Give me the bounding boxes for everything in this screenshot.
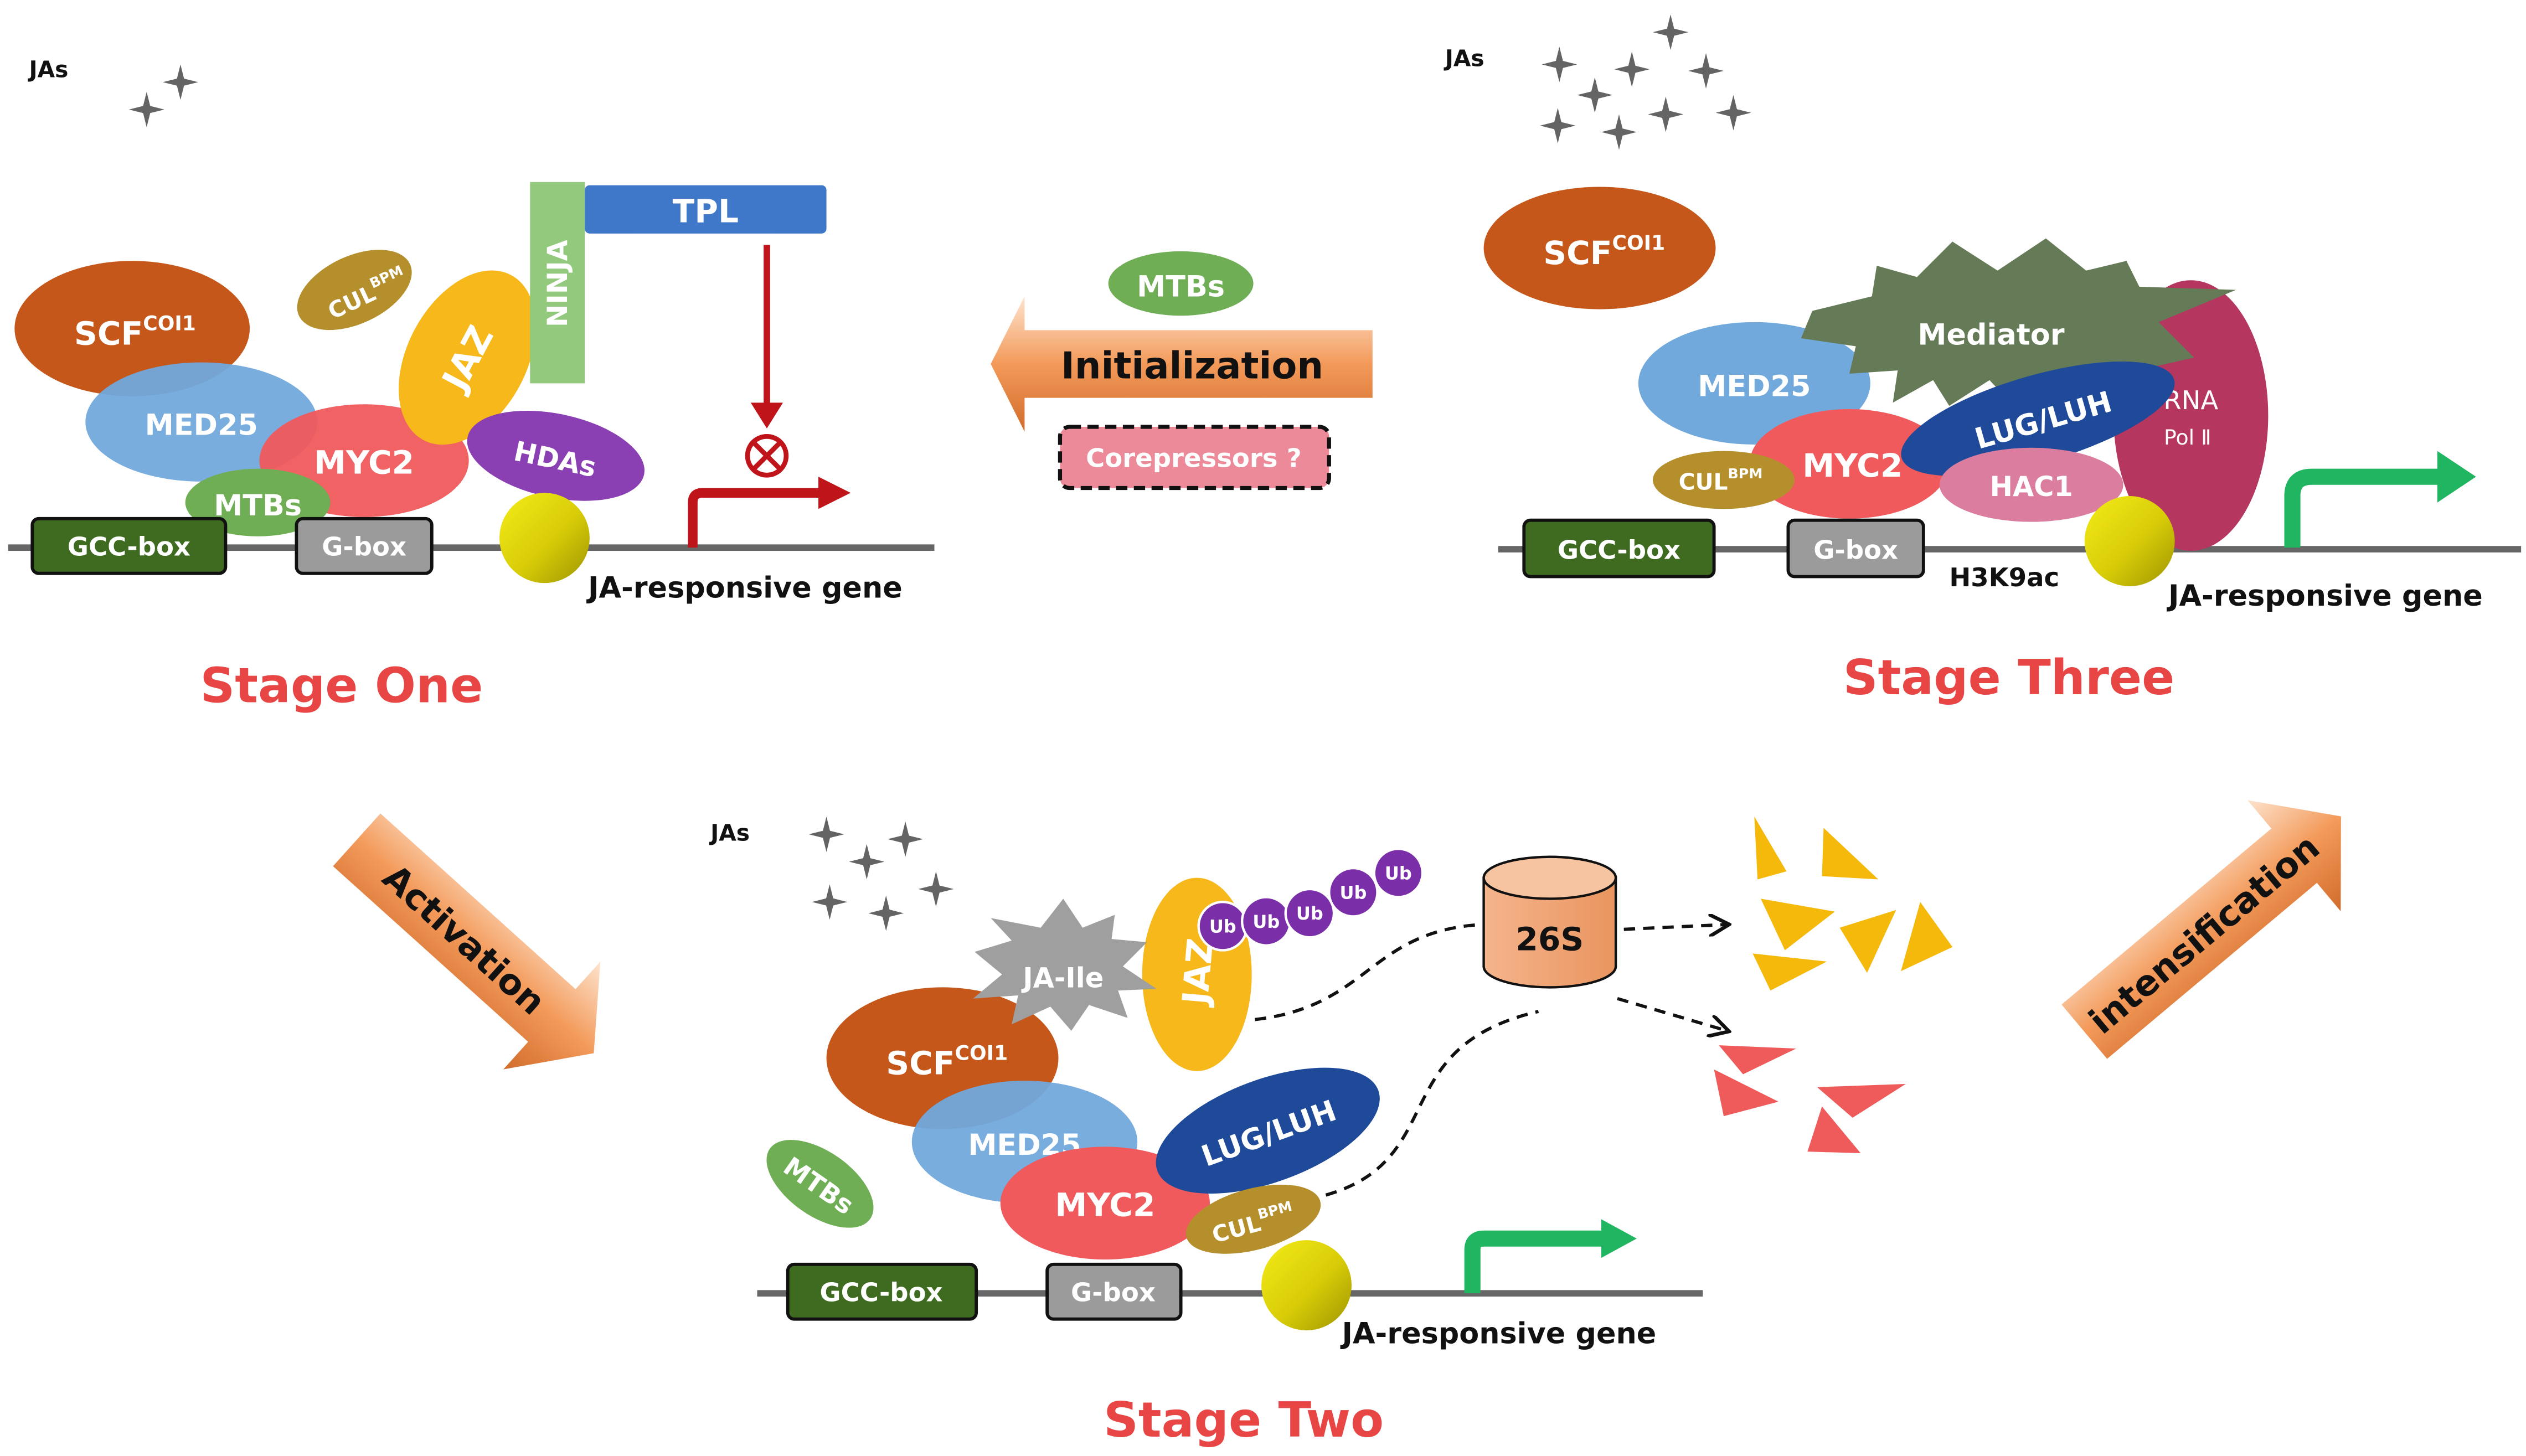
initialization-mtbs [1108, 251, 1254, 316]
stage-three-gcc-box [1522, 518, 1716, 579]
ub-label: Ub [1252, 911, 1280, 932]
stage-one-gcc-box [30, 517, 228, 575]
stage-one-title: Stage One [200, 657, 483, 714]
stage-two-g-box [1045, 1262, 1183, 1321]
stage-two-nucleosome [1261, 1240, 1352, 1331]
myc2-fragments [1714, 1045, 1906, 1154]
stage-one-hdas [467, 410, 645, 501]
degradation-arrow-icon [1255, 925, 1726, 1197]
activation-block: Activation [333, 813, 601, 1070]
stage-two-myc2 [1000, 1147, 1210, 1260]
stage-three-lug-luh [1901, 362, 2175, 476]
stage-two-cul-bpm [1185, 1184, 1321, 1254]
jas-star-icon [128, 64, 198, 127]
stage-one-ninja [530, 182, 585, 384]
stage-one-mtbs-label: MTBs [214, 489, 302, 523]
proteasome-label: 26S [1515, 920, 1584, 958]
stage-two-title: Stage Two [1104, 1392, 1384, 1448]
jas-star-icon [808, 817, 954, 931]
stage-two-myc2-label: MYC2 [1055, 1186, 1155, 1224]
stage-three-gcc-box-label: GCC-box [1558, 535, 1680, 565]
repression-marker-icon [745, 245, 789, 478]
intensification-label: intensification [2082, 827, 2328, 1042]
stage-one-panel: JAs SCFCOI1 MED25 CULBPM MYC2 MTBs JAZ N… [8, 56, 935, 714]
stage-one-gene-label: JA-responsive gene [586, 571, 903, 605]
stage-two-gcc-box-label: GCC-box [819, 1278, 942, 1308]
stage-two-gcc-box [786, 1262, 978, 1321]
stage-one-ninja-label: NINJA [542, 239, 574, 327]
stage-three-nucleosome [2084, 496, 2175, 586]
stage-three-h3k9ac-label: H3K9ac [1949, 562, 2059, 592]
stage-one-scf-label: SCFCOI1 [74, 312, 196, 352]
stage-one-gcc-box-label: GCC-box [68, 532, 190, 562]
stage-three-panel: JAs SCFCOI1 MED25 MYC2 CULBPM RNA Pol Ⅱ … [1444, 14, 2522, 706]
stage-three-mediator-label: Mediator [1917, 318, 2064, 352]
stage-two-panel: JAs SCFCOI1 MED25 JAZ JA-Ile Ub Ub Ub [709, 817, 1953, 1448]
ub-label: Ub [1339, 882, 1367, 903]
stage-two-transcription-arrow-icon [1464, 1219, 1637, 1294]
stage-one-g-box-label: G-box [322, 532, 406, 562]
stage-three-jas-label: JAs [1444, 45, 1484, 71]
stage-three-scf-label: SCFCOI1 [1543, 231, 1665, 272]
stage-two-jas-label: JAs [709, 820, 750, 846]
jaz-fragments [1752, 817, 1953, 991]
stage-three-hac1-label: HAC1 [1990, 471, 2073, 503]
intensification-block: intensification [2061, 800, 2341, 1059]
stage-two-gene-label: JA-responsive gene [1341, 1316, 1657, 1350]
stage-three-gene-label: JA-responsive gene [2167, 579, 2483, 613]
stage-three-myc2 [1749, 409, 1950, 519]
stage-three-scf-coi1 [1483, 187, 1716, 309]
stage-three-g-box-label: G-box [1813, 535, 1898, 565]
stage-three-med25-label: MED25 [1698, 370, 1811, 404]
stage-two-lug-luh [1156, 1067, 1380, 1194]
stage-one-transcription-arrow-icon [688, 477, 851, 548]
stage-one-myc2-label: MYC2 [314, 443, 414, 481]
ub-chain: Ub Ub Ub Ub Ub [1197, 848, 1424, 952]
stage-two-ja-ile-label: JA-Ile [1021, 962, 1104, 994]
stage-one-med25-label: MED25 [145, 409, 258, 442]
activation-label: Activation [374, 857, 553, 1024]
initialization-arrow [991, 296, 1373, 432]
stage-three-myc2-label: MYC2 [1802, 447, 1903, 484]
activation-arrow [333, 813, 601, 1070]
stage-one-g-box [295, 517, 434, 575]
proteasome-icon [1482, 855, 1617, 989]
stage-one-cul-bpm [297, 250, 412, 331]
stage-one-jas-label: JAs [27, 56, 68, 83]
stage-one-nucleosome [499, 493, 590, 584]
stage-three-cul-label: CULBPM [1679, 466, 1763, 495]
ub-label: Ub [1296, 903, 1323, 924]
stage-one-scf-coi1 [14, 261, 250, 396]
stage-three-cul-bpm [1653, 451, 1795, 509]
initialization-mtbs-label: MTBs [1137, 270, 1225, 303]
stage-one-tpl-label: TPL [673, 192, 739, 230]
stage-two-scf-label: SCFCOI1 [886, 1041, 1008, 1082]
stage-three-g-box [1786, 518, 1925, 579]
intensification-arrow [2061, 800, 2341, 1059]
stage-three-hac1 [1939, 447, 2123, 522]
ub-label: Ub [1385, 863, 1412, 884]
initialization-label: Initialization [1061, 344, 1323, 388]
stage-three-title: Stage Three [1843, 649, 2175, 706]
stage-one-tpl [585, 185, 827, 234]
stage-three-transcription-arrow-icon [2284, 451, 2476, 548]
initialization-block: MTBs Initialization Corepressors ? [991, 251, 1373, 491]
stage-one-jaz [399, 270, 536, 445]
stage-two-g-box-label: G-box [1071, 1278, 1156, 1308]
stage-one-med25 [85, 362, 318, 482]
stage-two-ja-ile [973, 899, 1157, 1031]
ub-label: Ub [1209, 916, 1236, 937]
corepressors-label: Corepressors ? [1086, 443, 1302, 473]
corepressors-box [1058, 425, 1331, 491]
jas-star-icon [1540, 14, 1751, 150]
stage-two-mtbs [766, 1140, 874, 1228]
stage-three-pol-label: Pol Ⅱ [2164, 425, 2211, 450]
